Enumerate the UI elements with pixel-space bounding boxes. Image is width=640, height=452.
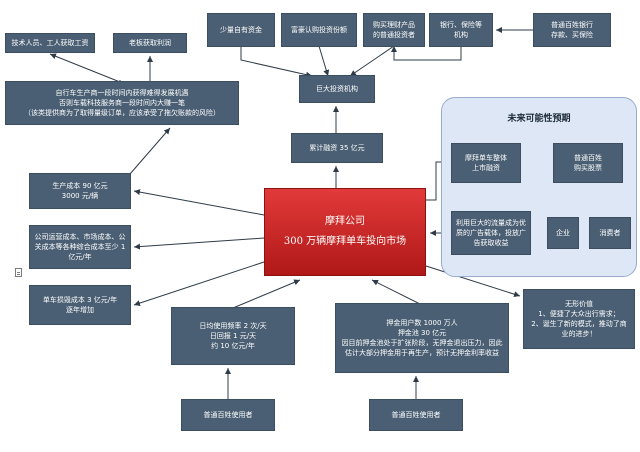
producers-box: 自行车生产商一段时间内获得难得发展机遇 否则车载科技服务商一段时间内大赚一笔 （… xyxy=(6,82,238,124)
fund-buyers-box: 富豪认购投资份额 xyxy=(282,14,356,46)
ads-box: 利用巨大的流量成为优质的广告载体，投放广告获取收益 xyxy=(452,212,530,254)
big-investors-box: 巨大投资机构 xyxy=(300,76,374,102)
arrow-wealth-buyers-to-investors xyxy=(349,45,395,77)
ipo-box: 摩拜单车整体 上市融资 xyxy=(452,144,520,182)
production-cost-box: 生产成本 90 亿元 3000 元/辆 xyxy=(30,174,130,208)
tech-staff-box: 技术人员、工人获取工资 xyxy=(6,34,94,52)
deposit-label: 押金用户数 1000 万人 押金池 30 亿元 因目前押金池处于扩张阶段，无押金… xyxy=(341,319,503,357)
deposit-box: 押金用户数 1000 万人 押金池 30 亿元 因目前押金池处于扩张阶段，无押金… xyxy=(336,304,508,372)
arrow-production-to-producers xyxy=(129,127,171,175)
ads-label: 利用巨大的流量成为优质的广告载体，投放广告获取收益 xyxy=(456,219,526,247)
arrow-usage-to-center xyxy=(232,279,301,309)
banks-insurance-label: 银行、保险等 机构 xyxy=(440,21,482,39)
arrow-deposit-to-center xyxy=(371,279,421,305)
public-bank-box: 普通百姓银行 存款、买保险 xyxy=(534,14,610,46)
fund-buyers-label: 富豪认购投资份额 xyxy=(291,26,347,34)
public-stocks-label: 普通百姓 购买股票 xyxy=(574,154,602,172)
public-bank-label: 普通百姓银行 存款、买保险 xyxy=(551,21,593,39)
wealth-buyers-label: 购买理财产品 的普通投资者 xyxy=(373,21,415,39)
tech-staff-label: 技术人员、工人获取工资 xyxy=(11,39,89,47)
document-icon xyxy=(15,268,22,277)
arrow-own-funds-to-investors xyxy=(240,46,313,78)
wealth-buyers-box: 购买理财产品 的普通投资者 xyxy=(364,14,424,46)
producers-label: 自行车生产商一段时间内获得难得发展机遇 否则车载科技服务商一段时间内大赚一笔 （… xyxy=(24,89,220,117)
center-subtitle: 300 万辆摩拜单车投向市场 xyxy=(283,236,407,247)
total-financing-box: 累计融资 35 亿元 xyxy=(292,134,382,162)
boss-profit-box: 老板获取利润 xyxy=(114,34,186,52)
intangible-value-box: 无形价值 1、便捷了大众出行需求； 2、诞生了新的模式，推动了商业的进步！ xyxy=(524,290,634,348)
production-cost-label: 生产成本 90 亿元 3000 元/辆 xyxy=(52,182,108,200)
daily-usage-box: 日均使用频率 2 次/天 日回报 1 元/天 约 10 亿元/年 xyxy=(172,308,294,364)
consumer-box: 消费者 xyxy=(590,218,630,248)
future-panel-title: 未来可能性预期 xyxy=(507,114,571,124)
arrow-banks-to-wealth xyxy=(391,46,462,61)
users-left-box: 普通百姓使用者 xyxy=(182,400,274,430)
arrow-center-to-depreciation xyxy=(133,261,265,306)
users-right-label: 普通百姓使用者 xyxy=(391,411,441,419)
operating-cost-label: 公司运营成本、市场成本、公关成本等各种综合成本至少 1 亿元/年 xyxy=(34,233,126,261)
own-funds-box: 少量自有资金 xyxy=(208,14,274,46)
boss-profit-label: 老板获取利润 xyxy=(129,39,171,47)
center-title: 摩拜公司 xyxy=(325,216,365,227)
enterprise-label: 企业 xyxy=(556,229,570,237)
daily-usage-label: 日均使用频率 2 次/天 日回报 1 元/天 约 10 亿元/年 xyxy=(199,322,267,350)
own-funds-label: 少量自有资金 xyxy=(220,26,262,34)
ipo-label: 摩拜单车整体 上市融资 xyxy=(465,154,507,172)
consumer-label: 消费者 xyxy=(599,229,621,237)
intangible-value-label: 无形价值 1、便捷了大众出行需求； 2、诞生了新的模式，推动了商业的进步！ xyxy=(531,300,627,338)
depreciation-label: 单车损毁成本 3 亿元/年 逐年增加 xyxy=(42,296,118,314)
enterprise-box: 企业 xyxy=(548,218,578,248)
arrow-fund-buyers-to-investors xyxy=(318,45,330,77)
users-right-box: 普通百姓使用者 xyxy=(370,400,462,430)
arrow-center-to-operating xyxy=(133,237,265,250)
mobike-center-box: 摩拜公司 300 万辆摩拜单车投向市场 xyxy=(264,188,426,276)
arrow-producers-to-tech-staff xyxy=(49,53,121,83)
banks-insurance-box: 银行、保险等 机构 xyxy=(430,14,492,46)
total-financing-label: 累计融资 35 亿元 xyxy=(309,144,365,152)
depreciation-box: 单车损毁成本 3 亿元/年 逐年增加 xyxy=(30,286,130,324)
big-investors-label: 巨大投资机构 xyxy=(316,85,358,93)
users-left-label: 普通百姓使用者 xyxy=(203,411,253,419)
arrow-center-to-intangible xyxy=(425,265,521,298)
public-stocks-box: 普通百姓 购买股票 xyxy=(554,144,622,182)
arrow-center-to-production xyxy=(133,189,265,216)
operating-cost-box: 公司运营成本、市场成本、公关成本等各种综合成本至少 1 亿元/年 xyxy=(30,226,130,268)
